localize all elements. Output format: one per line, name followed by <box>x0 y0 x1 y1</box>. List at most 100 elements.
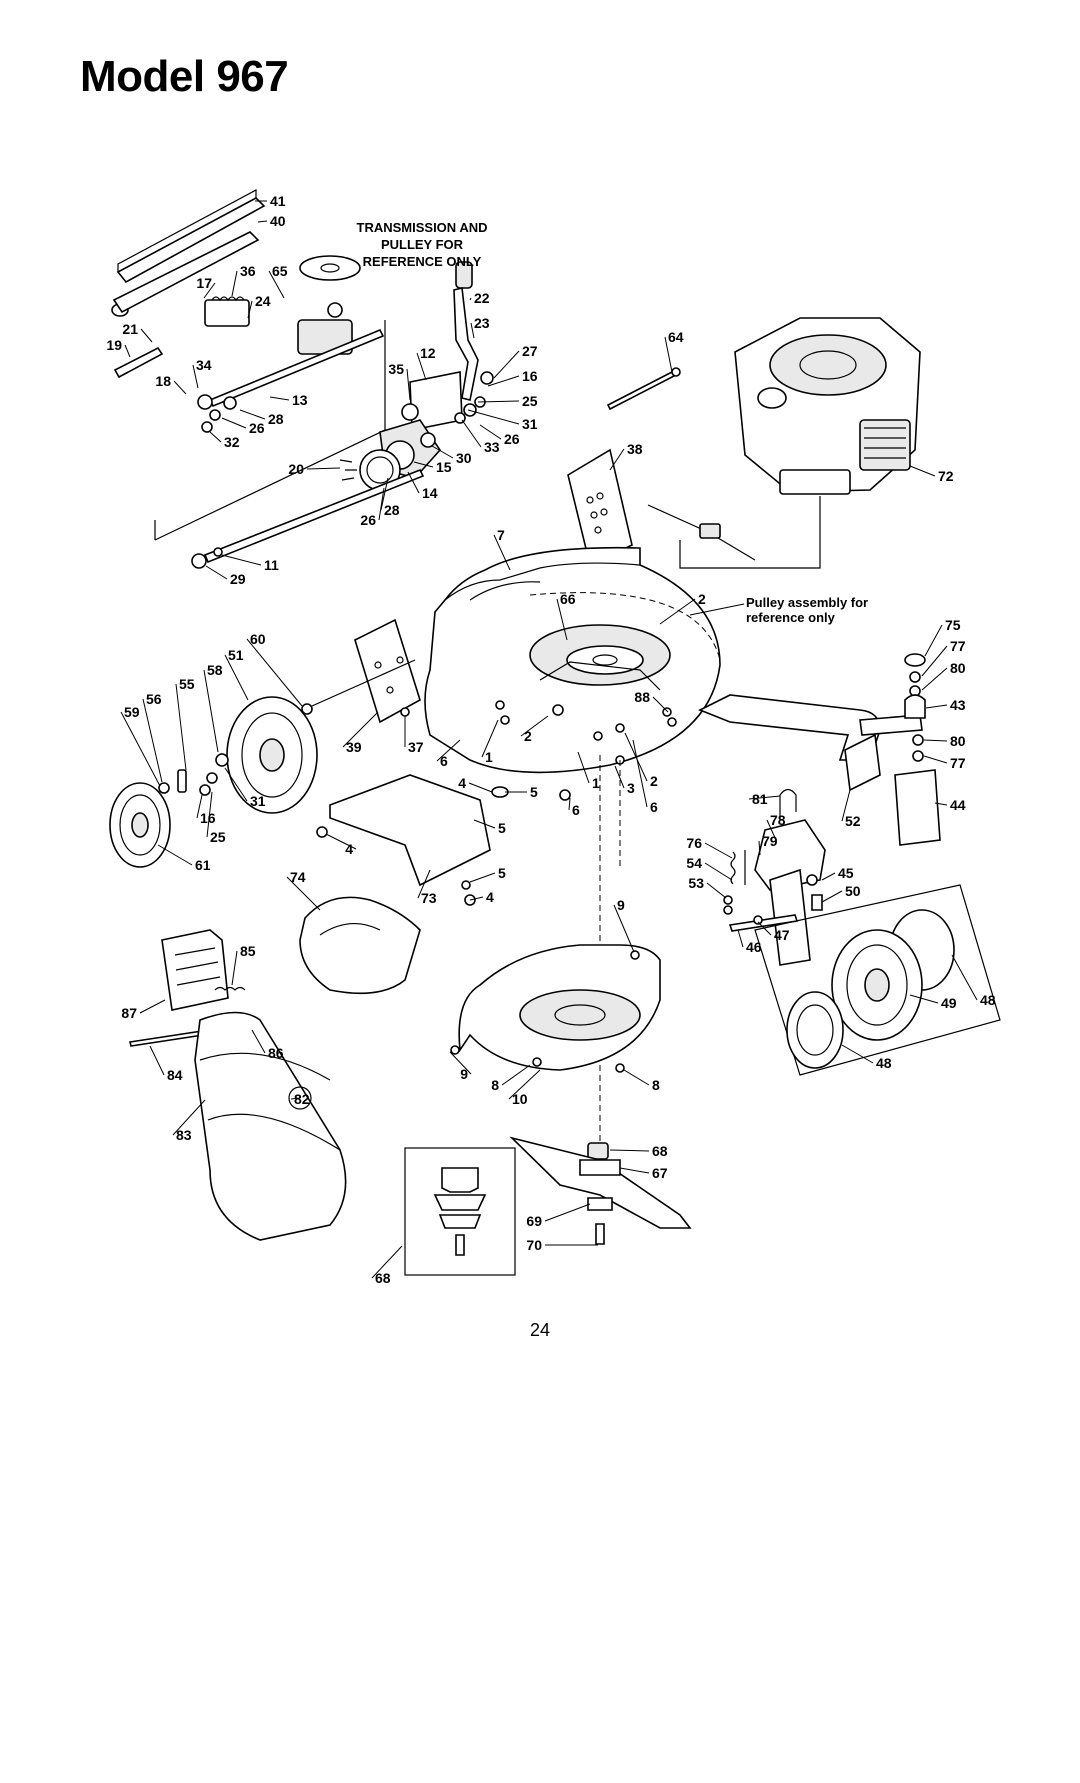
part-number-label: 73 <box>421 890 437 906</box>
part-number-label: 69 <box>526 1213 542 1229</box>
part-number-label: 72 <box>938 468 954 484</box>
leader-line <box>196 794 203 819</box>
part-30-bearing <box>420 432 436 448</box>
part-number-label: 11 <box>264 557 279 573</box>
leader-line <box>619 1167 650 1174</box>
leader-line <box>413 461 434 468</box>
leader-line <box>664 336 673 373</box>
part-number-label: 76 <box>686 835 702 851</box>
part-number-label: 60 <box>250 631 266 647</box>
leader-line <box>378 487 385 521</box>
leader-line <box>221 554 262 566</box>
leader-line <box>951 954 978 1001</box>
part-29-bushing <box>191 553 207 569</box>
leader-line <box>924 624 943 657</box>
leader-line <box>758 840 761 856</box>
leader-line <box>209 431 222 443</box>
part-number-label: 16 <box>200 810 216 826</box>
leader-line <box>520 715 549 737</box>
leader-line <box>470 322 475 339</box>
part-number-label: 54 <box>686 855 702 871</box>
leader-line <box>624 732 648 782</box>
leader-line <box>909 994 939 1004</box>
leader-line <box>286 876 321 911</box>
pulley-note-line2: reference only <box>746 610 836 625</box>
part-number-label: 68 <box>652 1143 668 1159</box>
part-number-label: 84 <box>167 1067 183 1083</box>
part-number-label: 31 <box>250 793 266 809</box>
part-number-label: 2 <box>698 591 706 607</box>
part-number-label: 26 <box>360 512 376 528</box>
part-number-label: 51 <box>228 647 244 663</box>
leader-line <box>623 1069 650 1086</box>
part-number-label: 8 <box>491 1077 499 1093</box>
part-number-label: 26 <box>504 431 520 447</box>
part-number-label: 67 <box>652 1165 668 1181</box>
leader-line <box>821 890 843 903</box>
leader-line <box>206 791 213 838</box>
leader-line <box>268 270 285 299</box>
page-number: 24 <box>529 1320 551 1340</box>
part-number-label: 25 <box>210 829 226 845</box>
part-number-label: 70 <box>526 1237 542 1253</box>
leader-line <box>431 445 454 459</box>
part-number-label: 74 <box>290 869 306 885</box>
part-74-plug <box>299 896 421 995</box>
leader-line <box>613 904 635 953</box>
leader-line <box>149 1045 165 1076</box>
part-number-label: 56 <box>146 691 162 707</box>
part-number-label: 28 <box>384 502 400 518</box>
part-41-strip <box>117 188 257 272</box>
part-number-label: 52 <box>845 813 861 829</box>
leader-line <box>909 465 936 477</box>
part-number-label: 77 <box>950 638 966 654</box>
leader-line <box>469 872 496 883</box>
leader-line <box>140 328 153 343</box>
part-48-hubcap-inner <box>786 991 844 1069</box>
part-number-label: 75 <box>945 617 961 633</box>
leader-line <box>173 380 187 395</box>
part-number-label: 3 <box>627 780 635 796</box>
leader-line <box>921 667 948 691</box>
part-85-spring <box>214 986 246 991</box>
part-number-label: 80 <box>950 733 966 749</box>
leader-line <box>325 833 357 850</box>
part-number-label: 26 <box>249 420 265 436</box>
leader-line <box>251 1029 266 1054</box>
leader-line <box>371 1245 403 1279</box>
part-number-label: 9 <box>460 1066 468 1082</box>
transmission-note-line1: TRANSMISSION AND <box>357 220 488 235</box>
leader-line <box>923 739 948 742</box>
leader-line <box>469 297 472 301</box>
part-78-bracket <box>754 819 826 891</box>
transmission-pulley <box>299 255 361 281</box>
part-23-lever <box>453 287 479 401</box>
part-28-washer <box>223 396 237 410</box>
part-number-label: 80 <box>950 660 966 676</box>
part-59-bolt <box>158 782 170 794</box>
leader-line <box>224 654 249 701</box>
part-56-shield <box>177 769 187 793</box>
leader-line <box>142 698 163 783</box>
pulley-note-line1: Pulley assembly for <box>746 595 868 610</box>
part-number-label: 6 <box>440 753 448 769</box>
part-number-label: 30 <box>456 450 472 466</box>
part-number-label: 41 <box>270 193 286 209</box>
part-number-label: 1 <box>592 775 600 791</box>
part-75-cap <box>904 653 926 667</box>
part-number-label: 2 <box>524 728 532 744</box>
leader-line <box>192 364 199 389</box>
part-number-label: 9 <box>617 897 625 913</box>
part-number-label: 15 <box>436 459 452 475</box>
part-number-label: 64 <box>668 329 684 345</box>
part-number-label: 55 <box>179 676 195 692</box>
engine-belt-line <box>679 496 821 569</box>
leader-line <box>556 598 568 641</box>
part-2-bolt <box>552 704 564 716</box>
part-number-label: 32 <box>224 434 240 450</box>
leader-line <box>124 344 131 358</box>
leader-line <box>172 1099 206 1136</box>
leader-line <box>921 645 948 677</box>
part-19-pin <box>113 346 164 379</box>
